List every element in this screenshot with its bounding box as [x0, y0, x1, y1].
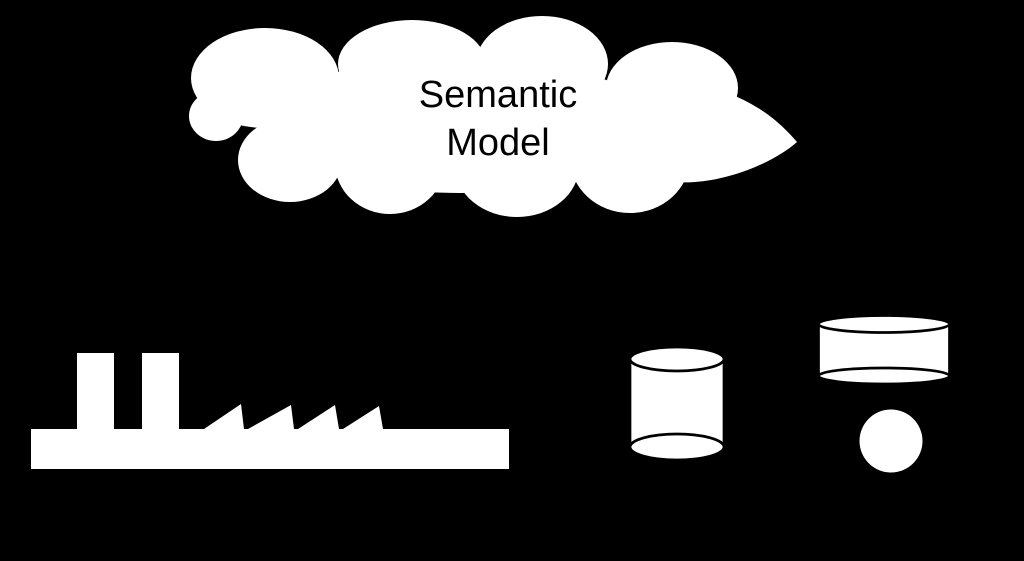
- database-cylinder-icon: [628, 345, 726, 462]
- sphere-icon: [859, 409, 923, 473]
- cloud-lobe: [455, 115, 579, 217]
- cylinder-body: [630, 359, 724, 447]
- cloud-lobe: [189, 91, 243, 141]
- cloud-lobe: [335, 112, 445, 214]
- cylinder-bottom-ellipse: [817, 366, 951, 386]
- cylinder-side-lines: [817, 324, 951, 376]
- semantic-model-cloud: [189, 16, 797, 217]
- short-cylinder-icon: [817, 314, 951, 386]
- factory-icon: [31, 353, 509, 469]
- cylinder-top-ellipse: [628, 345, 726, 373]
- cloud-lobe: [238, 118, 342, 202]
- cloud-tail: [600, 79, 797, 183]
- cylinder-top-ellipse: [817, 314, 951, 334]
- cloud-label-line1: Semantic: [419, 74, 577, 116]
- cylinder-bottom-ellipse: [628, 432, 726, 462]
- cylinder-side-lines: [628, 359, 726, 447]
- cloud-label-line2: Model: [446, 122, 550, 164]
